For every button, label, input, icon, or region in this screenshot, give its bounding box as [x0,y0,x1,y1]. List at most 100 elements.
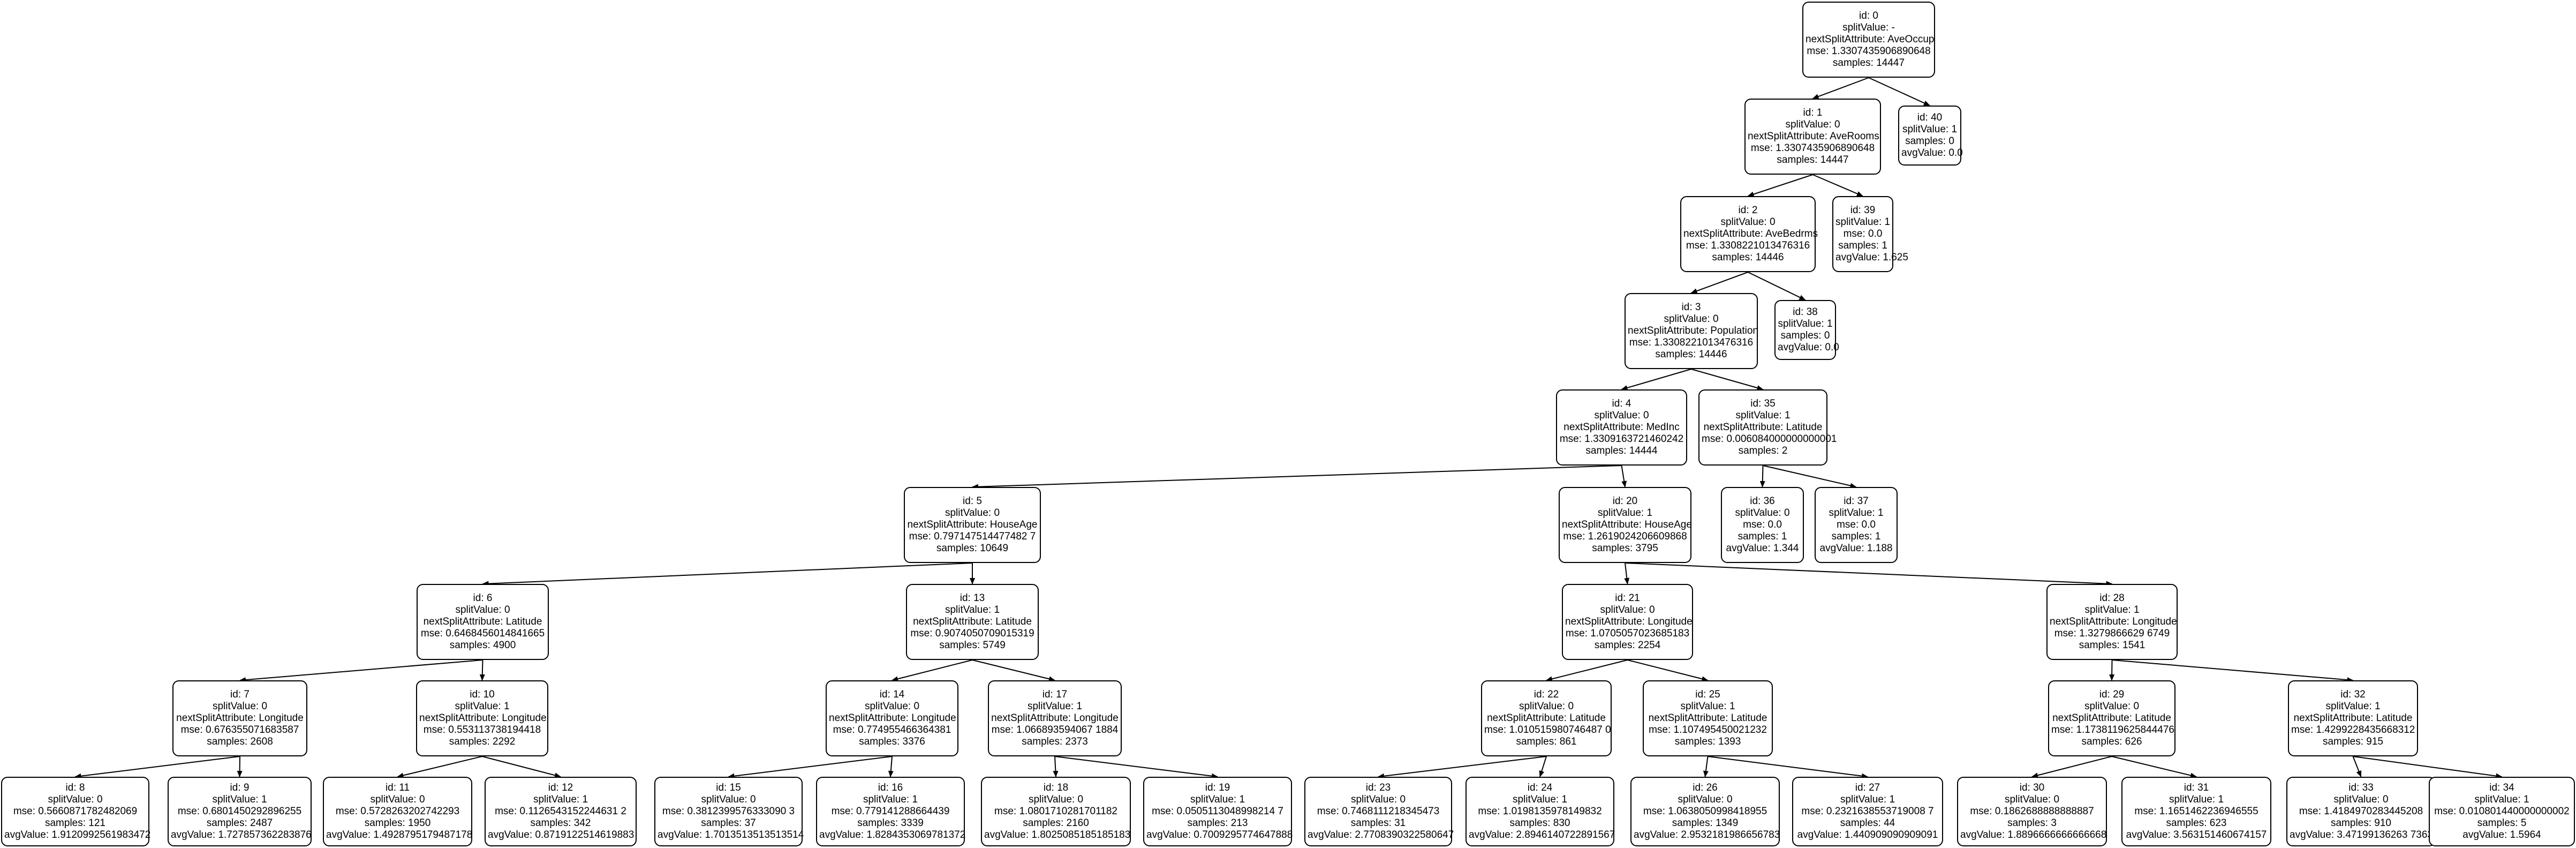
node-line: splitValue: 1 [1778,318,1833,329]
edge-20-28 [1625,562,2113,587]
node-line: samples: 1541 [2079,640,2146,651]
node-line: id: 28 [2099,592,2125,604]
node-line: id: 9 [230,782,250,793]
node-line: splitValue: 1 [2084,604,2140,616]
node-line: splitValue: 0 [1600,604,1655,616]
node-line: avgValue: 1.8025085185185183 [984,829,1131,841]
node-line: splitValue: 0 [2004,794,2060,805]
node-line: id: 18 [1043,782,1069,793]
node-line: id: 26 [1693,782,1718,793]
node-line: id: 1 [1803,107,1823,118]
node-line: splitValue: 0 [1350,794,1406,805]
node-line: samples: 14444 [1585,445,1658,456]
node-line: splitValue: 0 [701,794,756,805]
edge-32-33 [2352,756,2362,777]
node-line: id: 16 [878,782,903,793]
node-line: id: 23 [1365,782,1391,793]
node-line: samples: 915 [2322,736,2383,747]
node-line: nextSplitAttribute: Longitude [2050,616,2177,627]
node-line: samples: 2373 [1022,736,1088,747]
edge-29-30 [2031,756,2112,778]
node-line: splitValue: 0 [2333,794,2389,805]
node-line: id: 24 [1527,782,1553,793]
edge-14-16 [888,756,894,777]
node-line: splitValue: 0 [455,604,510,616]
node-line: samples: 1349 [1672,817,1739,829]
node-line: mse: 0.006084000000000001 [1702,433,1837,445]
node-line: mse: 1.107495450021232 [1649,724,1767,736]
node-line: nextSplitAttribute: MedInc [1563,422,1680,433]
edge-4-5 [972,465,1622,490]
node-line: nextSplitAttribute: AveRooms [1748,131,1879,142]
node-line: splitValue: 1 [533,794,588,805]
node-line: samples: 14446 [1712,252,1784,263]
node-line: splitValue: - [1842,22,1895,33]
node-line: samples: 2 [1738,445,1788,456]
node-line: avgValue: 0.8719122514619883 [488,829,634,841]
node-line: id: 32 [2340,689,2366,700]
node-line: splitValue: 0 [1519,701,1574,712]
edge-22-23 [1378,756,1547,779]
edge-21-25 [1627,659,1709,682]
node-line: mse: 0.779141288664439 [831,806,950,817]
node-line: samples: 3 [2007,817,2057,829]
node-line: splitValue: 1 [1835,216,1891,228]
edge-22-24 [1539,756,1547,777]
node-line: id: 5 [963,496,982,507]
edge-1-39 [1812,174,1863,197]
node-line: id: 36 [1750,496,1775,507]
node-line: splitValue: 1 [2474,794,2529,805]
node-line: samples: 861 [1516,736,1577,747]
node-line: id: 3 [1681,302,1701,313]
node-line: id: 0 [1859,10,1878,21]
edge-28-32 [2112,659,2354,683]
node-line: mse: 1.0638050998418955 [1643,806,1767,817]
node-line: splitValue: 1 [1902,124,1958,135]
node-line: samples: 213 [1187,817,1248,829]
edge-25-27 [1708,756,1868,779]
node-line: splitValue: 1 [1840,794,1895,805]
node-line: nextSplitAttribute: Latitude [423,616,542,627]
edge-21-22 [1546,659,1628,682]
node-line: nextSplitAttribute: Latitude [913,616,1032,627]
node-line: id: 20 [1612,496,1638,507]
node-line: splitValue: 0 [1735,507,1790,519]
edge-17-18 [1053,756,1059,777]
edge-0-1 [1812,77,1869,99]
node-line: id: 35 [1750,398,1776,409]
node-line: mse: 0.0 [1837,519,1876,530]
node-line: id: 15 [716,782,741,793]
node-line: avgValue: 1.727857362283876 [171,829,312,841]
node-line: id: 31 [2184,782,2209,793]
edge-3-35 [1691,369,1764,391]
node-line: samples: 1 [1838,240,1887,251]
node-line: id: 12 [548,782,573,793]
node-line: avgValue: 1.4928795179487178 [326,829,473,841]
node-line: splitValue: 0 [1720,216,1776,228]
node-line: splitValue: 1 [863,794,918,805]
node-line: splitValue: 0 [1028,794,1084,805]
node-line: samples: 1950 [364,817,431,829]
edge-13-17 [972,659,1055,682]
node-line: splitValue: 0 [945,507,1000,519]
node-line: mse: 0.6801450292896255 [177,806,302,817]
node-line: splitValue: 1 [1027,701,1083,712]
edge-1-2 [1747,174,1813,197]
node-line: splitValue: 1 [1829,507,1884,519]
node-line: id: 38 [1793,306,1818,318]
